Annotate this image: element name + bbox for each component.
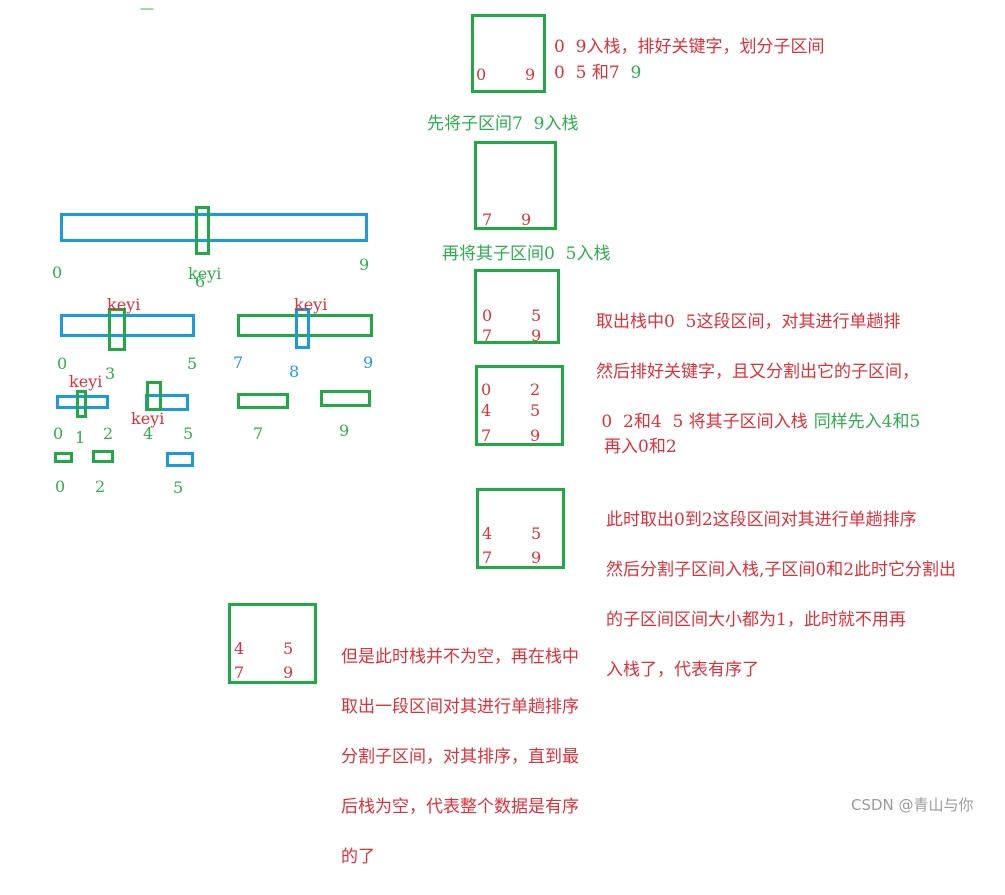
stack-entry-end: 9 (283, 663, 294, 682)
subarray-bar-7-9 (237, 314, 373, 337)
stack-entry-start: 7 (482, 326, 493, 345)
annotation-line: 后栈为空，代表整个数据是有序 (341, 797, 579, 817)
keyi-marker (146, 381, 162, 411)
index-label: 4 (143, 424, 154, 443)
stack-entry-end: 9 (531, 548, 542, 567)
stack-entry-end: 5 (531, 306, 542, 325)
annotation-text: 9 (619, 63, 642, 83)
stack-entry-start: 0 (482, 306, 493, 325)
annotation-step1-line2: 0 5 和7 9 (554, 65, 641, 82)
stack-frame (475, 365, 564, 446)
annotation-step2: 先将子区间7 9入栈 (427, 114, 579, 134)
stack-frame (471, 14, 546, 93)
index-label: 5 (183, 424, 194, 443)
subarray-bar-0-2 (56, 395, 109, 409)
annotation-line: 0 2和4 5 将其子区间入栈 (596, 412, 808, 432)
stack-frame (476, 488, 565, 569)
index-label: 5 (173, 478, 184, 497)
keyi-marker (295, 308, 310, 349)
annotation-step1: 0 9入栈，排好关键字，划分子区间 (554, 37, 825, 57)
index-label: 8 (289, 362, 300, 381)
annotation-line: 取出栈中0 5这段区间，对其进行单趟排 (596, 312, 901, 332)
keyi-label: keyi (69, 372, 103, 391)
keyi-marker-root (195, 206, 210, 255)
stack-frame (474, 269, 560, 344)
annotation-line: 但是此时栈并不为空，再在栈中 (341, 647, 579, 667)
annotation-step6: 但是此时栈并不为空，再在栈中 取出一段区间对其进行单趟排序 分割子区间，对其排序… (341, 620, 579, 895)
subarray-bar-9 (320, 390, 371, 407)
stack-entry-start: 7 (234, 663, 245, 682)
index-label: 7 (233, 353, 244, 372)
stack-frame (474, 141, 557, 230)
index-label: 5 (187, 354, 198, 373)
subarray-bar-5 (166, 452, 194, 467)
watermark: CSDN @青山与你 (851, 796, 974, 814)
stack-entry-end: 9 (530, 426, 541, 445)
stack-entry-start: 0 (476, 65, 487, 84)
stack-entry-start: 4 (481, 401, 492, 420)
index-label: 0 (55, 477, 66, 496)
stack-entry-start: 7 (482, 210, 493, 229)
index-label: 0 (57, 354, 68, 373)
annotation-step3: 再将其子区间0 5入栈 (442, 244, 611, 264)
annotation-line: 然后排好关键字，且又分割出它的子区间， (596, 362, 919, 382)
stack-entry-end: 9 (525, 65, 536, 84)
stack-frame (228, 603, 317, 684)
index-label: 1 (75, 428, 86, 447)
annotation-line: 再入0和2 (604, 437, 677, 457)
stack-entry-end: 9 (521, 210, 532, 229)
annotation-text: 同样先入4和5 (813, 412, 921, 432)
index-label: 0 (52, 263, 63, 282)
stack-entry-end: 2 (530, 380, 541, 399)
index-label: 6 (195, 272, 206, 291)
annotation-step4: 取出栈中0 5这段区间，对其进行单趟排 然后排好关键字，且又分割出它的子区间， … (596, 285, 920, 485)
stack-entry-start: 7 (481, 426, 492, 445)
stack-entry-start: 4 (482, 524, 493, 543)
stack-entry-end: 5 (531, 524, 542, 543)
subarray-bar-0 (54, 452, 73, 463)
array-full-bar (60, 213, 368, 242)
annotation-line: 的子区间区间大小都为1，此时就不用再 (606, 610, 906, 630)
index-label: 9 (339, 421, 350, 440)
annotation-line: 此时取出0到2这段区间对其进行单趟排序 (606, 510, 917, 530)
annotation-step5: 此时取出0到2这段区间对其进行单趟排序 然后分割子区间入栈,子区间0和2此时它分… (606, 483, 956, 708)
stack-entry-end: 5 (530, 401, 541, 420)
keyi-marker (108, 308, 126, 351)
keyi-marker (76, 390, 87, 418)
index-label: 2 (95, 477, 106, 496)
index-label: 9 (359, 255, 370, 274)
index-label: 7 (253, 424, 264, 443)
keyi-label: keyi (188, 264, 222, 283)
top-mark: — (140, 1, 154, 17)
annotation-text: 0 5 和7 (554, 63, 620, 83)
subarray-bar-7 (237, 393, 289, 409)
index-label: 9 (363, 353, 374, 372)
subarray-bar-0-5 (60, 314, 195, 337)
annotation-line: 然后分割子区间入栈,子区间0和2此时它分割出 (606, 560, 957, 580)
annotation-line: 入栈了，代表有序了 (606, 660, 759, 680)
annotation-line: 的了 (341, 847, 375, 867)
index-label: 2 (103, 424, 114, 443)
stack-entry-end: 5 (283, 639, 294, 658)
stack-entry-start: 0 (481, 380, 492, 399)
annotation-line: 取出一段区间对其进行单趟排序 (341, 697, 579, 717)
index-label: 0 (53, 424, 64, 443)
stack-entry-end: 9 (531, 326, 542, 345)
keyi-label: keyi (131, 409, 165, 428)
keyi-label: keyi (107, 295, 141, 314)
annotation-line: 分割子区间，对其排序，直到最 (341, 747, 579, 767)
stack-entry-start: 7 (482, 548, 493, 567)
stack-entry-start: 4 (234, 639, 245, 658)
subarray-bar-2 (92, 450, 114, 463)
keyi-label: keyi (294, 295, 328, 314)
index-label: 3 (105, 364, 116, 383)
